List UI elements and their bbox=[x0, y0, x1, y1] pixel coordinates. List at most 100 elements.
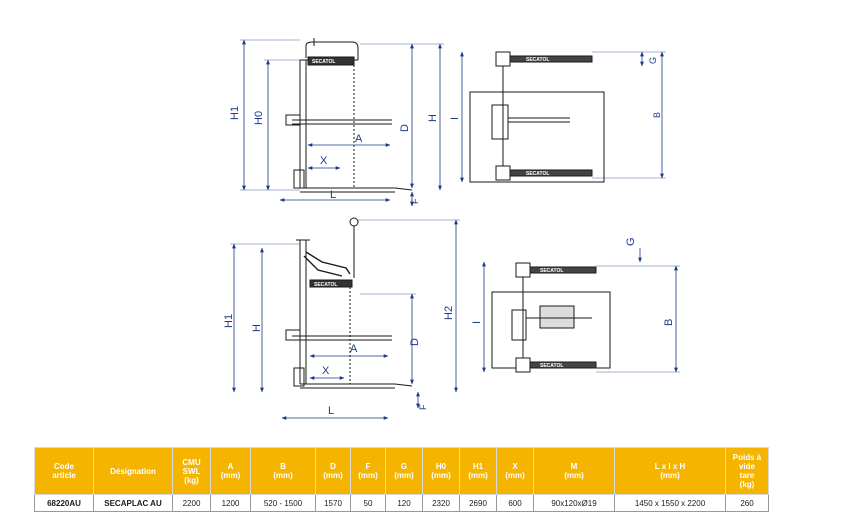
header-designation-line1: Désignation bbox=[110, 466, 156, 476]
header-g: G(mm) bbox=[385, 447, 423, 495]
header-h0-line1: H0 bbox=[435, 462, 447, 471]
label-d-top: D bbox=[399, 124, 411, 132]
side-view-bottom bbox=[285, 217, 413, 389]
header-x: X(mm) bbox=[496, 447, 534, 495]
cell-a: 1200 bbox=[210, 494, 251, 512]
label-f-bottom: F bbox=[418, 404, 428, 410]
header-cmu-line1: CMU bbox=[182, 457, 201, 467]
header-h1-line2: (mm) bbox=[468, 471, 488, 480]
label-h1-top: H1 bbox=[229, 106, 241, 120]
label-h0-top: H0 bbox=[253, 111, 265, 125]
brand-label-bottom-plan-1: SECATOL bbox=[540, 268, 563, 274]
label-b-top: B bbox=[652, 112, 662, 118]
label-h2-bottom: H2 bbox=[443, 306, 455, 320]
header-designation: Désignation bbox=[93, 447, 173, 495]
side-view-bottom-dimensions bbox=[230, 219, 460, 420]
header-a: A(mm) bbox=[210, 447, 251, 495]
cell-code: 68220AU bbox=[34, 494, 94, 512]
label-h1-bottom: H1 bbox=[223, 314, 235, 328]
label-g-bottom: G bbox=[625, 237, 637, 246]
label-d-bottom: D bbox=[409, 338, 421, 346]
header-weight-line4: (kg) bbox=[739, 480, 755, 489]
brand-label-top-plan-2: SECATOL bbox=[526, 171, 549, 177]
header-weight-line2: vide bbox=[738, 462, 755, 471]
brand-label-bottom-plan-2: SECATOL bbox=[540, 363, 563, 369]
header-h0: H0(mm) bbox=[422, 447, 460, 495]
plan-view-top-dimensions bbox=[460, 51, 666, 183]
header-m: M(mm) bbox=[533, 447, 615, 495]
cell-cmu: 2200 bbox=[172, 494, 211, 512]
label-a-top: A bbox=[355, 133, 363, 145]
table-row: 68220AU SECAPLAC AU 2200 1200 520 - 1500… bbox=[34, 494, 769, 512]
header-d: D(mm) bbox=[315, 447, 351, 495]
cell-b: 520 - 1500 bbox=[250, 494, 316, 512]
cell-h0: 2320 bbox=[422, 494, 460, 512]
brand-label-top-side: SECATOL bbox=[312, 59, 335, 65]
header-weight-line1: Poids à bbox=[732, 453, 762, 462]
header-h1: H1(mm) bbox=[459, 447, 497, 495]
label-x-top: X bbox=[320, 155, 328, 167]
plan-view-top-labels: I B G SECATOL SECATOL bbox=[449, 57, 662, 177]
cell-designation: SECAPLAC AU bbox=[93, 494, 173, 512]
label-h-bottom: H bbox=[251, 324, 263, 332]
cell-f: 50 bbox=[350, 494, 386, 512]
header-dimensions-line2: (mm) bbox=[660, 471, 680, 480]
label-a-bottom: A bbox=[350, 343, 358, 355]
header-g-line1: G bbox=[400, 462, 408, 471]
header-d-line2: (mm) bbox=[323, 471, 343, 480]
cell-weight: 260 bbox=[725, 494, 769, 512]
plan-view-top bbox=[469, 51, 605, 183]
header-m-line2: (mm) bbox=[564, 471, 584, 480]
header-dimensions-line1: L x l x H bbox=[654, 462, 686, 471]
side-view-bottom-labels: H1 H D H2 A X L F SECATOL bbox=[223, 282, 455, 417]
header-x-line2: (mm) bbox=[505, 471, 525, 480]
header-cmu-line3: (kg) bbox=[184, 475, 199, 485]
header-x-line1: X bbox=[512, 462, 518, 471]
brand-label-top-plan-1: SECATOL bbox=[526, 57, 549, 63]
label-x-bottom: X bbox=[322, 365, 330, 377]
cell-h1: 2690 bbox=[459, 494, 497, 512]
header-cmu-line2: SWL bbox=[182, 466, 201, 476]
label-h-top: H bbox=[427, 114, 439, 122]
cell-g: 120 bbox=[385, 494, 423, 512]
label-g-top: G bbox=[648, 57, 658, 64]
label-l-bottom: L bbox=[328, 405, 334, 417]
plan-view-bottom-labels: I B G SECATOL SECATOL bbox=[471, 237, 675, 369]
cell-m: 90x120xØ19 bbox=[533, 494, 615, 512]
plan-view-bottom bbox=[491, 262, 611, 373]
header-f-line1: F bbox=[365, 462, 371, 471]
header-weight-line3: tare bbox=[739, 471, 755, 480]
header-h0-line2: (mm) bbox=[431, 471, 451, 480]
header-d-line1: D bbox=[330, 462, 336, 471]
brand-label-bottom-side: SECATOL bbox=[314, 282, 337, 288]
cell-dimensions: 1450 x 1550 x 2200 bbox=[614, 494, 726, 512]
side-view-top bbox=[285, 38, 413, 193]
cell-x: 600 bbox=[496, 494, 534, 512]
label-i-top: I bbox=[449, 117, 461, 120]
header-a-line1: A bbox=[227, 462, 234, 471]
header-b-line1: B bbox=[280, 462, 286, 471]
side-view-top-labels: H1 H0 D H A X L F SECATOL bbox=[229, 59, 439, 204]
label-b-bottom: B bbox=[663, 319, 675, 326]
header-f: F(mm) bbox=[350, 447, 386, 495]
header-a-line2: (mm) bbox=[220, 471, 241, 480]
cell-d: 1570 bbox=[315, 494, 351, 512]
plan-view-bottom-dimensions bbox=[482, 248, 680, 373]
header-b: B(mm) bbox=[250, 447, 316, 495]
header-m-line1: M bbox=[570, 462, 578, 471]
header-h1-line1: H1 bbox=[472, 462, 484, 471]
header-dimensions: L x l x H(mm) bbox=[614, 447, 726, 495]
header-b-line2: (mm) bbox=[273, 471, 293, 480]
header-g-line2: (mm) bbox=[394, 471, 414, 480]
side-view-top-dimensions bbox=[240, 39, 444, 207]
header-code-line2: article bbox=[52, 471, 76, 480]
label-f-top: F bbox=[410, 198, 420, 204]
header-code-line1: Code bbox=[54, 462, 74, 471]
header-f-line2: (mm) bbox=[358, 471, 378, 480]
label-i-bottom: I bbox=[471, 321, 483, 324]
